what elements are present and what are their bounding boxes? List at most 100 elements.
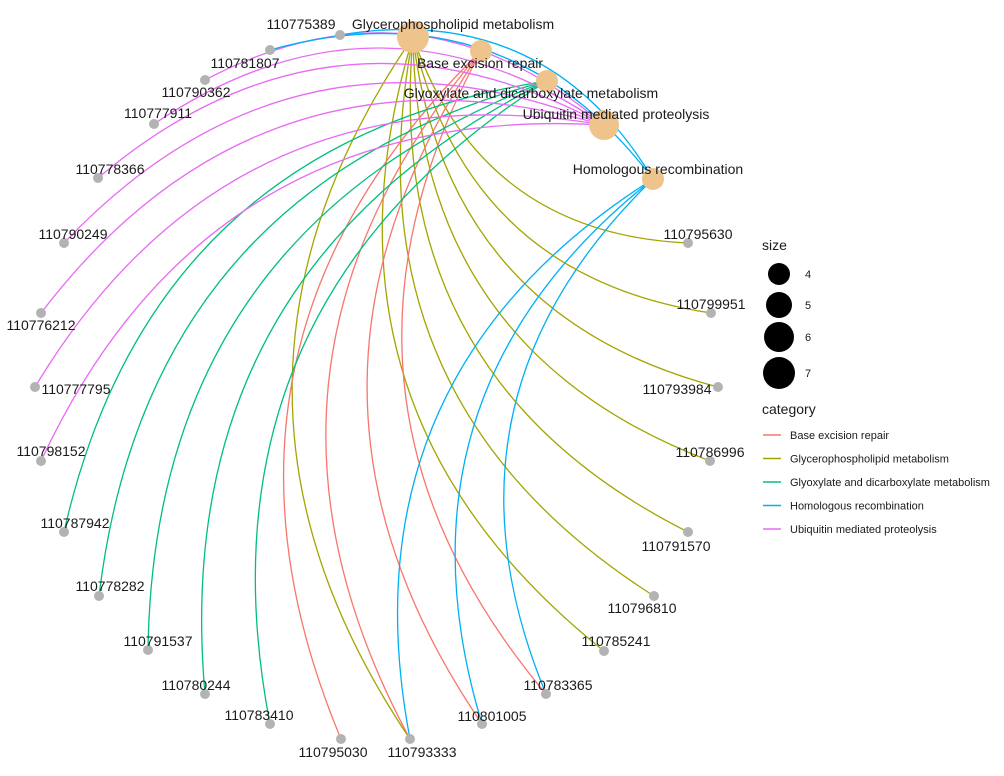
- edge-ubiquitin-mediated-proteolysis-110776212: [40, 99, 605, 314]
- gene-node-110783410: [265, 719, 275, 729]
- gene-label-110775389: 110775389: [266, 16, 335, 32]
- gene-node-110795630: [683, 238, 693, 248]
- category-node-homologous-recombination: [642, 168, 664, 190]
- edge-glycerophospholipid-metabolism-110793333: [291, 36, 414, 740]
- gene-node-110799951: [706, 308, 716, 318]
- edge-glycerophospholipid-metabolism-110796810: [399, 36, 655, 597]
- legend-size-label-7: 7: [805, 368, 811, 380]
- gene-node-110786996: [705, 456, 715, 466]
- gene-label-110791537: 110791537: [123, 633, 192, 649]
- gene-node-110790249: [59, 238, 69, 248]
- edge-ubiquitin-mediated-proteolysis-110777795: [34, 114, 605, 388]
- gene-label-110791570: 110791570: [641, 538, 710, 554]
- legend-size-dot-7: [763, 357, 795, 389]
- gene-node-110775389: [335, 30, 345, 40]
- gene-label-110776212: 110776212: [6, 317, 75, 333]
- gene-node-110783365: [541, 689, 551, 699]
- edge-glycerophospholipid-metabolism-110795630: [412, 36, 689, 244]
- gene-node-110790362: [200, 75, 210, 85]
- gene-node-110777795: [30, 382, 40, 392]
- legend-label-glycerophospholipid-metabolism: Glycerophospholipid metabolism: [790, 454, 949, 466]
- gene-label-110799951: 110799951: [676, 296, 745, 312]
- edge-glyoxylate-and-dicarboxylate-metabolism-110783410: [254, 80, 548, 725]
- edge-homologous-recombination-110801005: [454, 178, 654, 725]
- category-node-layer: [397, 21, 664, 190]
- category-label-base-excision-repair: Base excision repair: [417, 55, 543, 71]
- edge-base-excision-repair-110801005: [366, 50, 483, 725]
- edge-glycerophospholipid-metabolism-110793984: [412, 36, 719, 388]
- gene-node-110781807: [265, 45, 275, 55]
- edge-ubiquitin-mediated-proteolysis-110798152: [40, 122, 605, 462]
- gene-node-110787942: [59, 527, 69, 537]
- label-layer: 110775389 110781807 110790362 110777911 1107…: [6, 16, 745, 760]
- category-label-homologous-recombination: Homologous recombination: [573, 161, 743, 177]
- legend-label-ubiquitin-mediated-proteolysis: Ubiquitin mediated proteolysis: [790, 524, 937, 536]
- gene-label-110783365: 110783365: [523, 677, 592, 693]
- category-label-glyoxylate-and-dicarboxylate-metabolism: Glyoxylate and dicarboxylate metabolism: [404, 85, 658, 101]
- edge-glycerophospholipid-metabolism-110791570: [409, 36, 689, 533]
- legend-size-label-4: 4: [805, 269, 811, 281]
- gene-label-110801005: 110801005: [457, 708, 526, 724]
- category-label-glycerophospholipid-metabolism: Glycerophospholipid metabolism: [352, 16, 554, 32]
- gene-label-110780244: 110780244: [161, 677, 230, 693]
- gene-node-110780244: [200, 689, 210, 699]
- gene-node-110776212: [36, 308, 46, 318]
- edge-glycerophospholipid-metabolism-110785241: [381, 36, 605, 652]
- gene-label-110798152: 110798152: [16, 443, 85, 459]
- legend-size-title: size: [762, 237, 787, 253]
- gene-node-110777911: [149, 119, 159, 129]
- legend-size-dot-5: [766, 292, 792, 318]
- edge-homologous-recombination-110775389: [339, 28, 654, 180]
- gene-label-110786996: 110786996: [675, 444, 744, 460]
- gene-node-110793984: [713, 382, 723, 392]
- gene-label-110785241: 110785241: [581, 633, 650, 649]
- gene-node-110798152: [36, 456, 46, 466]
- edge-layer: [34, 28, 719, 740]
- gene-node-110778282: [94, 591, 104, 601]
- category-node-base-excision-repair: [470, 40, 492, 62]
- gene-label-110790362: 110790362: [161, 84, 230, 100]
- gene-node-110796810: [649, 591, 659, 601]
- gene-label-110795630: 110795630: [663, 226, 732, 242]
- gene-node-110791537: [143, 645, 153, 655]
- gene-label-110778282: 110778282: [75, 578, 144, 594]
- gene-label-110781807: 110781807: [210, 55, 279, 71]
- gene-label-110793984: 110793984: [642, 381, 711, 397]
- edge-glyoxylate-and-dicarboxylate-metabolism-110780244: [201, 80, 548, 695]
- edge-ubiquitin-mediated-proteolysis-110778366: [97, 62, 605, 179]
- edge-glycerophospholipid-metabolism-110799951: [412, 36, 712, 314]
- legend-label-base-excision-repair: Base excision repair: [790, 430, 889, 442]
- gene-label-110777911: 110777911: [124, 105, 192, 121]
- category-label-ubiquitin-mediated-proteolysis: Ubiquitin mediated proteolysis: [523, 106, 710, 122]
- category-node-glyoxylate-and-dicarboxylate-metabolism: [536, 70, 558, 92]
- gene-label-110796810: 110796810: [607, 600, 676, 616]
- gene-node-110785241: [599, 646, 609, 656]
- gene-node-110791570: [683, 527, 693, 537]
- category-node-glycerophospholipid-metabolism: [397, 21, 429, 53]
- gene-node-110801005: [477, 719, 487, 729]
- legend-category-title: category: [762, 401, 816, 417]
- gene-label-110790249: 110790249: [38, 226, 107, 242]
- edge-base-excision-repair-110795030: [282, 50, 482, 740]
- legend-size-dot-4: [768, 263, 790, 285]
- edge-homologous-recombination-110783365: [503, 178, 654, 695]
- gene-label-110783410: 110783410: [224, 707, 293, 723]
- gene-label-110777795: 110777795: [41, 381, 110, 397]
- gene-label-110787942: 110787942: [40, 515, 109, 531]
- edge-glyoxylate-and-dicarboxylate-metabolism-110791537: [147, 80, 548, 651]
- legend-label-homologous-recombination: Homologous recombination: [790, 501, 924, 513]
- edge-glycerophospholipid-metabolism-110786996: [412, 36, 711, 462]
- gene-label-110795030: 110795030: [298, 744, 367, 760]
- edge-glyoxylate-and-dicarboxylate-metabolism-110787942: [63, 80, 548, 533]
- category-node-ubiquitin-mediated-proteolysis: [589, 110, 619, 140]
- gene-label-110778366: 110778366: [75, 161, 144, 177]
- legend-size-label-5: 5: [805, 300, 811, 312]
- legend-size-dot-6: [764, 322, 794, 352]
- gene-label-110793333: 110793333: [387, 744, 456, 760]
- legend-size-label-6: 6: [805, 332, 811, 344]
- gene-node-110793333: [405, 734, 415, 744]
- edge-homologous-recombination-110793333: [396, 178, 654, 740]
- gene-node-110795030: [336, 734, 346, 744]
- gene-node-110778366: [93, 173, 103, 183]
